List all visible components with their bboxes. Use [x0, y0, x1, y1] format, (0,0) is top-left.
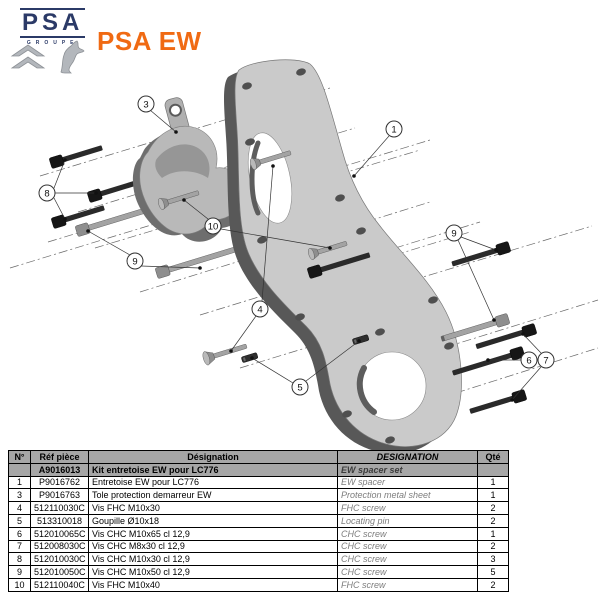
chc-bolt-group-gray-left	[75, 204, 251, 279]
svg-text:4: 4	[257, 305, 262, 316]
svg-text:9: 9	[451, 229, 456, 240]
leader-dots	[63, 130, 525, 402]
callout-9-right: 9	[445, 224, 463, 242]
psa-groupe-label: GROUPE	[26, 40, 79, 46]
col-header-designation-en: DESIGNATION	[337, 450, 478, 464]
fhc-screw-group	[158, 150, 348, 366]
callout-3: 3	[137, 95, 155, 113]
page-title: PSA EW	[97, 26, 202, 56]
svg-text:5: 5	[297, 383, 302, 394]
parts-table: N° Réf pièce Désignation DESIGNATION Qté…	[8, 450, 509, 592]
col-header-ref: Réf pièce	[30, 450, 89, 464]
callout-4: 4	[251, 300, 269, 318]
svg-text:1: 1	[391, 125, 396, 136]
citroen-chevrons-icon	[10, 44, 46, 69]
chc-bolt-group-left	[49, 145, 145, 229]
callout-7: 7	[537, 351, 555, 369]
plate-ring-opening	[356, 351, 427, 421]
callout-10: 10	[204, 217, 222, 235]
svg-text:10: 10	[208, 222, 219, 233]
col-header-designation-fr: Désignation	[88, 450, 338, 464]
callout-1: 1	[385, 120, 403, 138]
bolt-group-right	[307, 241, 537, 414]
svg-text:6: 6	[526, 356, 531, 367]
locating-pin-group	[241, 334, 370, 363]
callout-8: 8	[38, 184, 56, 202]
leader-lines	[53, 109, 542, 401]
spacer-plate-face	[234, 59, 462, 448]
psa-groupe-logo: PSA GROUPE	[20, 8, 86, 46]
col-header-no: N°	[8, 450, 31, 464]
kit-designation-en: EW spacer set	[337, 462, 478, 477]
kit-ref: A9016013	[30, 462, 89, 477]
callout-9-left: 9	[126, 252, 144, 270]
callout-5: 5	[291, 378, 309, 396]
plate-holes	[242, 68, 454, 444]
psa-wordmark: PSA	[20, 8, 86, 38]
svg-text:3: 3	[143, 100, 148, 111]
svg-text:8: 8	[44, 189, 49, 200]
peugeot-lion-icon	[60, 40, 85, 74]
kit-row: A9016013 Kit entretoise EW pour LC776 EW…	[8, 462, 509, 477]
table-header-row: N° Réf pièce Désignation DESIGNATION Qté	[8, 450, 509, 464]
svg-text:7: 7	[543, 356, 548, 367]
callout-6: 6	[520, 351, 538, 369]
kit-designation-fr: Kit entretoise EW pour LC776	[88, 462, 338, 477]
callouts: 3 8 9 10 1 9 4 5 6 7	[38, 95, 555, 396]
svg-text:9: 9	[132, 257, 137, 268]
col-header-qty: Qté	[477, 450, 509, 464]
